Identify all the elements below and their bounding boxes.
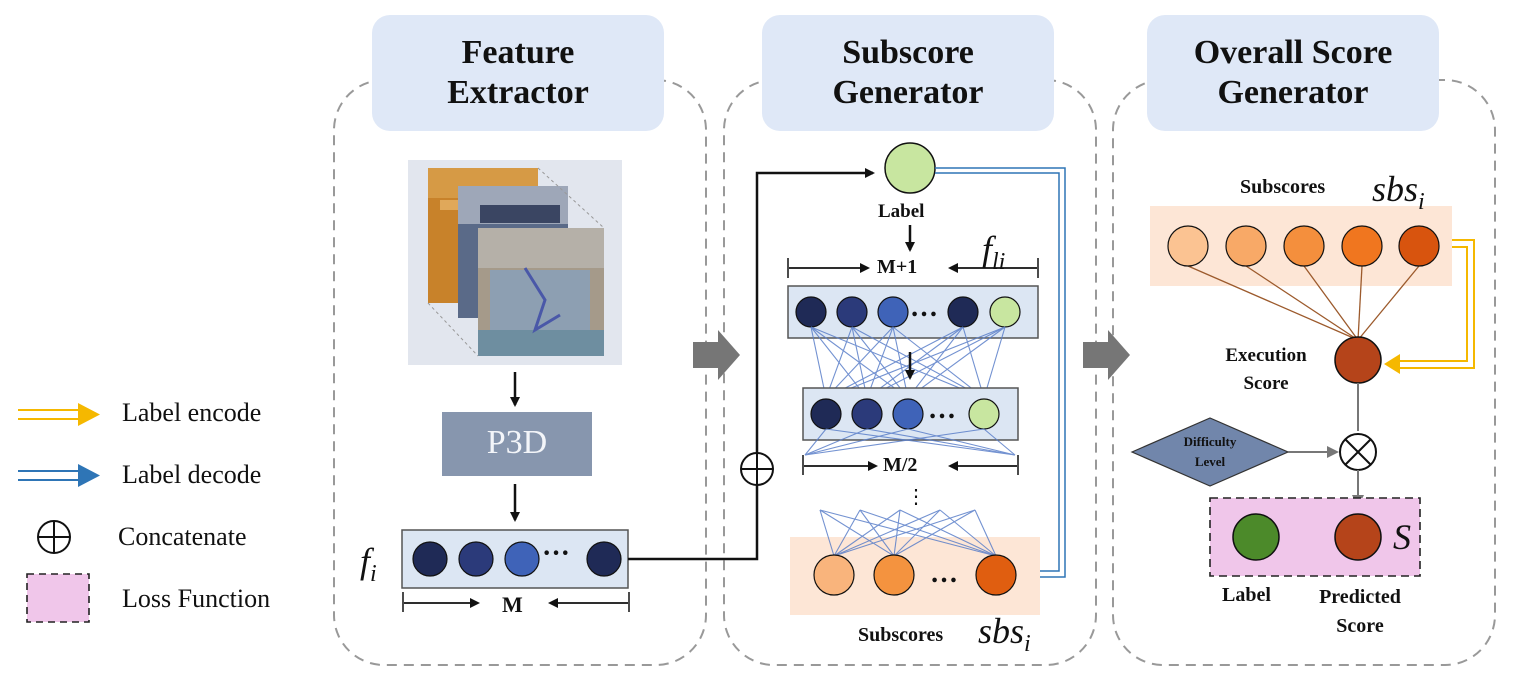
subscores-symbol-bottom-main: sbs: [978, 611, 1025, 651]
concat-connector: [628, 168, 875, 561]
subscore-node-1: [813, 554, 855, 596]
feature-ellipsis: ···: [542, 538, 571, 569]
overall-subscore-5: [1398, 225, 1440, 267]
overall-subscores-symbol-sub: i: [1418, 189, 1425, 216]
p3d-box: [442, 412, 592, 476]
difficulty-line2: Level: [1194, 454, 1226, 469]
label-node: [884, 142, 936, 194]
execution-score-line1: Execution: [1225, 345, 1307, 366]
subscore-node-2: [873, 554, 915, 596]
panel-title-feature-line1: Feature: [461, 34, 575, 71]
layer2-node-3: [892, 398, 924, 430]
execution-score-line2: Score: [1243, 373, 1289, 394]
panel-title-subscore: Subscore Generator: [762, 15, 1054, 131]
panel-title-feature: Feature Extractor: [372, 15, 664, 131]
layer1-node-3: [877, 296, 909, 328]
subscores-symbol-bottom-sub: i: [1024, 631, 1031, 658]
overall-subscore-1: [1167, 225, 1209, 267]
predicted-score-label: Predicted Score: [1300, 583, 1420, 641]
panel-title-subscore-line1: Subscore: [842, 34, 974, 71]
execution-score-node: [1334, 336, 1382, 384]
panel-title-overall-line2: Generator: [1217, 74, 1369, 111]
feature-symbol-main: f: [360, 541, 371, 581]
dim-top-label: M+1: [877, 256, 918, 278]
overall-subscores-symbol-main: sbs: [1372, 169, 1419, 209]
panel-title-overall-line1: Overall Score: [1193, 34, 1393, 71]
subscores-symbol-bottom: sbsi: [978, 610, 1031, 658]
label-node-text: Label: [878, 201, 925, 222]
overall-subscore-4: [1341, 225, 1383, 267]
legend-decode-head: [78, 464, 100, 487]
connections-to-subscores: [819, 509, 997, 557]
encode-arrow-head: [1384, 354, 1400, 374]
flow-arrow-2: [1083, 330, 1130, 380]
execution-score-label: Execution Score: [1206, 342, 1326, 398]
p3d-label: P3D: [486, 424, 548, 461]
feature-symbol-sub: i: [370, 561, 377, 588]
label-feature-symbol: fli: [982, 228, 1005, 276]
legend-loss-swatch: [26, 573, 90, 623]
feature-node-3: [504, 541, 540, 577]
decode-arrow-outer: [935, 167, 1066, 578]
predicted-score-line1: Predicted: [1319, 586, 1401, 608]
difficulty-line1: Difficulty: [1183, 434, 1237, 449]
encode-arrow-inner: [1400, 246, 1468, 362]
label-score-node: [1232, 513, 1280, 561]
vertical-dots: ⋮: [906, 486, 926, 508]
label-score-text: Label: [1222, 584, 1271, 606]
layer2-node-4: [968, 398, 1000, 430]
label-feature-main: f: [982, 229, 993, 269]
legend-decode-label: Label decode: [122, 460, 262, 489]
legend-encode-label: Label encode: [122, 398, 262, 427]
subscore-node-3: [975, 554, 1017, 596]
subscores-label-bottom: Subscores: [858, 624, 944, 646]
dim-mid-label: M/2: [883, 454, 918, 476]
overall-subscore-2: [1225, 225, 1267, 267]
decode-arrow-inner: [935, 172, 1060, 572]
feature-symbol: fi: [360, 540, 377, 588]
score-symbol: S: [1393, 517, 1411, 557]
label-feature-sub: li: [992, 249, 1006, 276]
overall-subscores-label: Subscores: [1240, 176, 1326, 198]
legend-loss-label: Loss Function: [122, 584, 271, 613]
legend-encode-head: [78, 403, 100, 426]
feature-dim-label: M: [502, 592, 523, 617]
panel-title-subscore-line2: Generator: [832, 74, 984, 111]
legend-concat-label: Concatenate: [118, 522, 247, 551]
feature-node-1: [412, 541, 448, 577]
layer1-ellipsis: …: [910, 292, 938, 323]
overall-subscore-3: [1283, 225, 1325, 267]
layer2-ellipsis: …: [928, 394, 956, 425]
subscore-to-execution-lines: [1187, 265, 1420, 341]
feature-node-4: [586, 541, 622, 577]
connections-1-2: [810, 326, 1006, 399]
encode-arrow-outer: [1400, 239, 1475, 369]
overall-subscores-symbol: sbsi: [1372, 168, 1425, 216]
layer1-node-1: [795, 296, 827, 328]
panel-title-feature-line2: Extractor: [447, 74, 589, 111]
layer1-node-5: [989, 296, 1021, 328]
predicted-score-line2: Score: [1336, 615, 1384, 637]
layer1-node-2: [836, 296, 868, 328]
layer2-node-1: [810, 398, 842, 430]
video-frames-image: [408, 160, 622, 365]
predicted-score-node: [1334, 513, 1382, 561]
layer1-node-4: [947, 296, 979, 328]
feature-node-2: [458, 541, 494, 577]
layer2-node-2: [851, 398, 883, 430]
connections-2-out: [804, 428, 1016, 456]
panel-title-overall: Overall Score Generator: [1147, 15, 1439, 131]
difficulty-label: Difficulty Level: [1150, 432, 1270, 472]
flow-arrow-1: [693, 330, 740, 380]
subscore-ellipsis: …: [930, 558, 958, 589]
